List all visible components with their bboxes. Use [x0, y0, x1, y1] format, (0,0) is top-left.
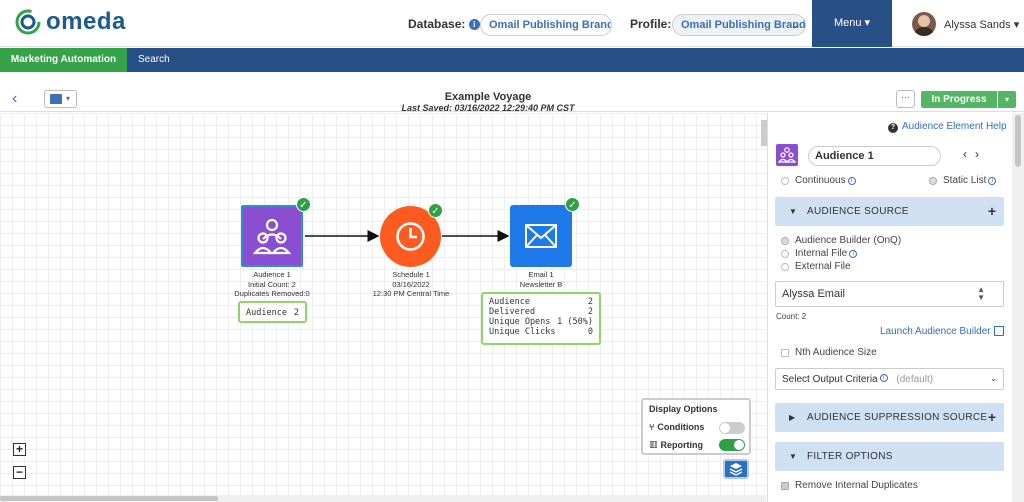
panel-layout-icon: [50, 94, 62, 104]
reporting-toggle[interactable]: [719, 439, 745, 451]
profile-select[interactable]: Omail Publishing Brand ⌄: [672, 14, 806, 36]
schedule-node[interactable]: [380, 206, 441, 267]
flow-connectors: [305, 230, 510, 242]
voyage-toolbar: ‹ ▾ Example Voyage Last Saved: 03/16/202…: [0, 86, 1024, 113]
audience-node-label: Audience 1 Initial Count: 2 Duplicates R…: [234, 270, 310, 298]
zoom-out-button[interactable]: −: [13, 466, 26, 479]
top-header: omeda Database: i Omail Publishing Brand…: [0, 0, 1024, 47]
schedule-node-label: Schedule 1 03/16/2022 12:30 PM Central T…: [372, 270, 450, 298]
display-options-panel: Display Options ⑂ Conditions ▥ Reporting: [641, 398, 751, 455]
database-label: Database: i: [408, 17, 480, 31]
info-icon[interactable]: i: [468, 19, 480, 31]
caret-right-icon: ▶: [789, 413, 796, 422]
audience-group-icon: [777, 147, 797, 163]
audience-element-icon: [776, 144, 798, 166]
source-external-file-radio[interactable]: External File: [781, 261, 851, 272]
nth-audience-checkbox[interactable]: Nth Audience Size: [781, 347, 877, 358]
omeda-logo-icon: [15, 9, 41, 35]
envelope-icon: [525, 224, 557, 248]
last-saved-text: Last Saved: 03/16/2022 12:29:40 PM CST: [401, 103, 575, 113]
user-name: Alyssa Sands ▾: [944, 18, 1020, 31]
reporting-row: ▥ Reporting: [649, 439, 704, 450]
info-icon[interactable]: i: [879, 374, 888, 382]
audience-select[interactable]: Alyssa Email ▲▼: [775, 281, 1004, 307]
info-icon[interactable]: i: [847, 176, 856, 185]
element-name-input[interactable]: Audience 1: [808, 146, 941, 166]
bar-chart-icon: ▥: [649, 439, 658, 449]
nav-marketing-automation[interactable]: Marketing Automation: [0, 48, 127, 72]
audience-element-help-link[interactable]: ?Audience Element Help: [888, 121, 1007, 133]
question-icon: ?: [888, 123, 898, 133]
back-chevron-icon[interactable]: ‹: [12, 90, 18, 107]
caret-down-icon: ▼: [789, 452, 797, 461]
audience-properties-panel: [767, 113, 1024, 502]
element-nav-arrows[interactable]: ‹›: [963, 147, 987, 161]
avatar: [912, 12, 936, 36]
nav-search[interactable]: Search: [138, 54, 170, 65]
chevron-right-icon[interactable]: ›: [975, 147, 987, 161]
conditions-icon: ⑂: [649, 422, 655, 432]
voyage-canvas[interactable]: [0, 113, 766, 495]
chevron-down-icon: ⌄: [990, 374, 997, 383]
audience-report-box: Audience 2: [238, 301, 307, 323]
info-icon[interactable]: i: [988, 176, 997, 185]
email-complete-check-icon: ✓: [565, 197, 580, 212]
database-input[interactable]: Omail Publishing Brand: [480, 14, 612, 36]
layers-button[interactable]: [723, 459, 749, 479]
schedule-complete-check-icon: ✓: [428, 203, 443, 218]
status-button[interactable]: In Progress: [921, 91, 997, 108]
zoom-in-button[interactable]: +: [13, 443, 26, 456]
main-nav: Marketing Automation Search: [0, 48, 1024, 72]
layout-toggle-button[interactable]: ▾: [44, 90, 77, 108]
source-builder-radio[interactable]: Audience Builder (OnQ): [781, 235, 901, 246]
canvas-horizontal-scrollbar[interactable]: [0, 495, 766, 502]
chevron-down-icon: ▾: [66, 94, 71, 103]
clock-icon: [396, 222, 425, 251]
chevron-left-icon[interactable]: ‹: [963, 147, 975, 161]
status-dropdown-caret[interactable]: ▾: [998, 91, 1016, 108]
conditions-toggle[interactable]: [719, 422, 745, 434]
panel-vertical-scrollbar[interactable]: [1012, 113, 1024, 502]
info-icon[interactable]: i: [849, 249, 858, 258]
email-node-label: Email 1 Newsletter B: [519, 270, 563, 289]
audience-suppression-header[interactable]: ▶ AUDIENCE SUPPRESSION SOURCE +: [775, 403, 1004, 432]
caret-down-icon: ▼: [789, 207, 797, 216]
external-link-icon: [993, 326, 1004, 337]
menu-button[interactable]: Menu ▾: [812, 0, 892, 47]
audience-count: Count: 2: [776, 312, 807, 321]
launch-audience-builder-link[interactable]: Launch Audience Builder: [880, 326, 1004, 337]
plus-icon[interactable]: +: [987, 409, 996, 425]
voyage-title: Example Voyage: [444, 91, 532, 103]
chevron-down-icon: ⌄: [791, 20, 799, 30]
display-options-title: Display Options: [649, 404, 718, 414]
audience-group-icon: [252, 218, 292, 255]
audience-complete-check-icon: ✓: [296, 197, 311, 212]
filter-options-header[interactable]: ▼ FILTER OPTIONS: [775, 442, 1004, 471]
omeda-logo[interactable]: omeda: [14, 8, 126, 36]
remove-duplicates-checkbox[interactable]: Remove Internal Duplicates: [781, 480, 918, 491]
panel-collapse-handle[interactable]: [761, 120, 767, 146]
audience-source-header[interactable]: ▼ AUDIENCE SOURCE +: [775, 197, 1004, 226]
more-options-button[interactable]: ···: [896, 90, 915, 108]
audience-node[interactable]: [241, 205, 303, 267]
user-menu[interactable]: Alyssa Sands ▾: [912, 12, 1019, 36]
conditions-row: ⑂ Conditions: [649, 422, 705, 432]
sort-updown-icon: ▲▼: [977, 285, 985, 302]
logo-text: omeda: [46, 8, 126, 35]
layers-icon: [729, 463, 743, 476]
email-node[interactable]: [510, 205, 572, 267]
profile-label: Profile:: [630, 17, 672, 31]
plus-icon[interactable]: +: [987, 203, 996, 219]
